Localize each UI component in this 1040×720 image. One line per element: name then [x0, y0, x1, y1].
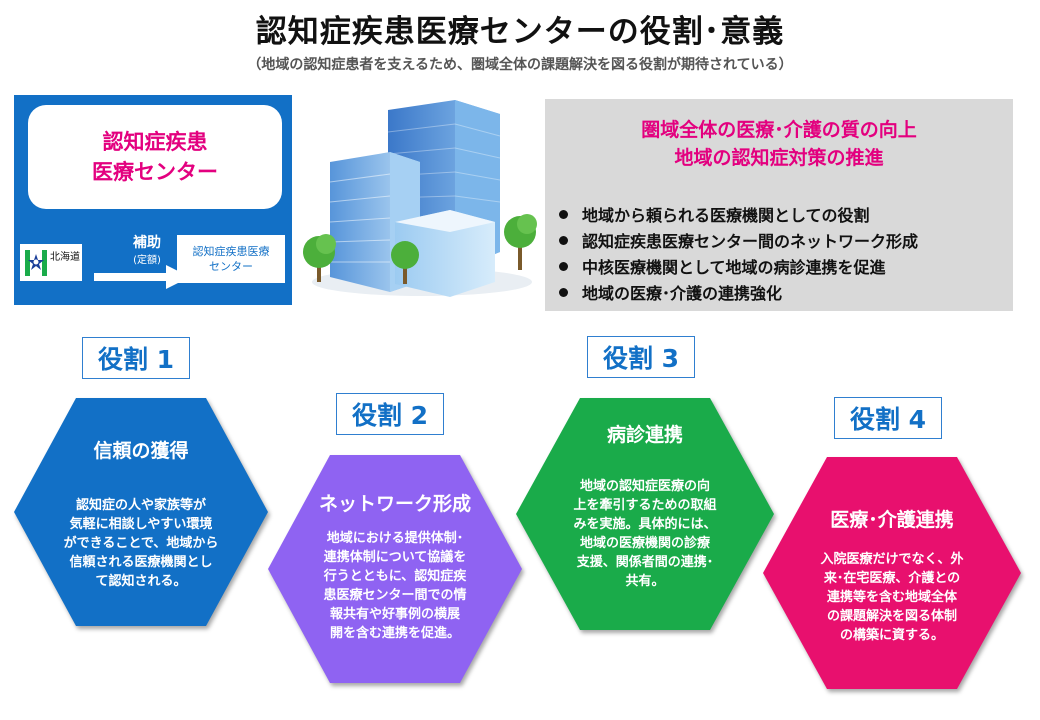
- subsidy-sublabel: (定額): [133, 255, 161, 266]
- page-subtitle: （地域の認知症患者を支えるため、圏域全体の課題解決を図る役割が期待されている）: [247, 57, 793, 73]
- hokkaido-emblem-icon: [25, 250, 47, 276]
- goals-panel: 圏域全体の医療･介護の質の向上 地域の認知症対策の推進 地域から頼られる医療機関…: [545, 99, 1013, 311]
- goals-heading-1: 圏域全体の医療･介護の質の向上: [641, 119, 917, 141]
- role-1-label: 役割 1: [82, 337, 190, 379]
- goals-heading-2: 地域の認知症対策の推進: [674, 147, 884, 169]
- bullet-dot-icon: [559, 236, 568, 245]
- role-3-body: 地域の認知症医療の向 上を牽引するための取組 みを実施。具体的には、 地域の医療…: [573, 479, 717, 589]
- role-1-hexagon: [14, 398, 268, 626]
- bullet-dot-icon: [559, 210, 568, 219]
- role-3-hexagon-shape: [516, 398, 774, 630]
- role-4-title: 医療･介護連携: [830, 509, 954, 531]
- center-name-line2: 医療センター: [92, 160, 218, 184]
- subsidy-label: 補助: [133, 235, 161, 251]
- role-2-label: 役割 2: [336, 393, 444, 435]
- role-4-label: 役割 4: [834, 397, 942, 439]
- role-2-hexagon: [268, 455, 522, 683]
- goals-bullet: 地域から頼られる医療機関としての役割: [559, 202, 870, 226]
- role-1-hexagon-shape: [14, 398, 268, 626]
- role-1-title: 信頼の獲得: [93, 440, 189, 462]
- role-4-body: 入院医療だけでなく、外 来･在宅医療、介護との 連携等を含む地域全体 の課題解決…: [820, 552, 964, 643]
- role-2-title: ネットワーク形成: [318, 493, 471, 515]
- page-title: 認知症疾患医療センターの役割･意義: [255, 14, 785, 50]
- role-3-hexagon: [516, 398, 774, 630]
- role-1-body: 認知症の人や家族等が 気軽に相談しやすい環境 ができることで、地域から 信頼され…: [63, 498, 219, 589]
- center-overview-panel: 認知症疾患 医療センター 北海道 補助 (定額) 認知症疾患医療 センター: [14, 95, 292, 305]
- small-center-line1: 認知症疾患医療: [192, 245, 270, 258]
- role-2-hexagon-shape: [268, 455, 522, 683]
- hospital-building-icon: [303, 100, 537, 297]
- small-center-line2: センター: [209, 260, 253, 273]
- prefecture-box: 北海道: [20, 244, 82, 281]
- role-4-hexagon-shape: [763, 457, 1021, 689]
- role-4-hexagon: [763, 457, 1021, 689]
- role-2-body: 地域における提供体制･ 連携体制について協議を 行うとともに、認知症疾 患医療セ…: [323, 531, 467, 641]
- bullet-dot-icon: [559, 288, 568, 297]
- goals-bullet: 地域の医療･介護の連携強化: [559, 280, 782, 304]
- center-name-line1: 認知症疾患: [102, 130, 208, 154]
- center-name-box: 認知症疾患 医療センター: [28, 105, 282, 209]
- role-3-title: 病診連携: [606, 424, 683, 446]
- bullet-dot-icon: [559, 262, 568, 271]
- prefecture-label: 北海道: [50, 252, 80, 263]
- role-3-label: 役割 3: [587, 336, 695, 378]
- goals-bullet: 中核医療機関として地域の病診連携を促進: [559, 254, 886, 278]
- goals-bullet: 認知症疾患医療センター間のネットワーク形成: [559, 228, 918, 252]
- small-center-box: 認知症疾患医療 センター: [177, 235, 285, 283]
